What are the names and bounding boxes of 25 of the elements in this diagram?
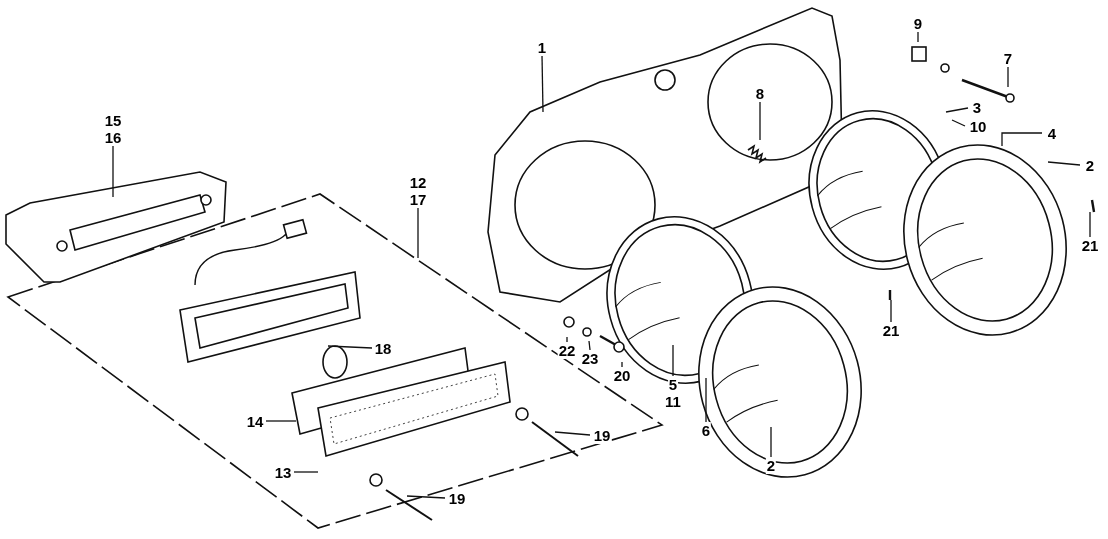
leader-line xyxy=(759,100,761,141)
leader-line xyxy=(951,119,966,127)
leader-line xyxy=(293,471,319,473)
leader-line xyxy=(588,340,591,351)
leader-line xyxy=(417,207,419,259)
callout-number: 6 xyxy=(700,422,712,439)
leader-line xyxy=(406,495,446,499)
leader-line xyxy=(1047,161,1081,166)
leader-line xyxy=(112,145,114,198)
leader-line xyxy=(1001,132,1043,147)
leader-line xyxy=(327,345,373,349)
leader-line xyxy=(672,344,674,377)
leader-line xyxy=(917,30,919,43)
leader-line xyxy=(770,426,772,458)
leader-line xyxy=(1007,65,1009,88)
leader-line xyxy=(265,420,297,422)
leader-line xyxy=(890,299,892,323)
leader-line xyxy=(566,336,568,343)
leader-line xyxy=(621,361,623,368)
leader-line xyxy=(1089,211,1091,238)
callout-number: 2 xyxy=(765,457,777,474)
leader-line xyxy=(945,107,969,113)
leader-line xyxy=(541,54,544,113)
leader-line xyxy=(554,431,591,436)
leader-line xyxy=(705,377,707,423)
